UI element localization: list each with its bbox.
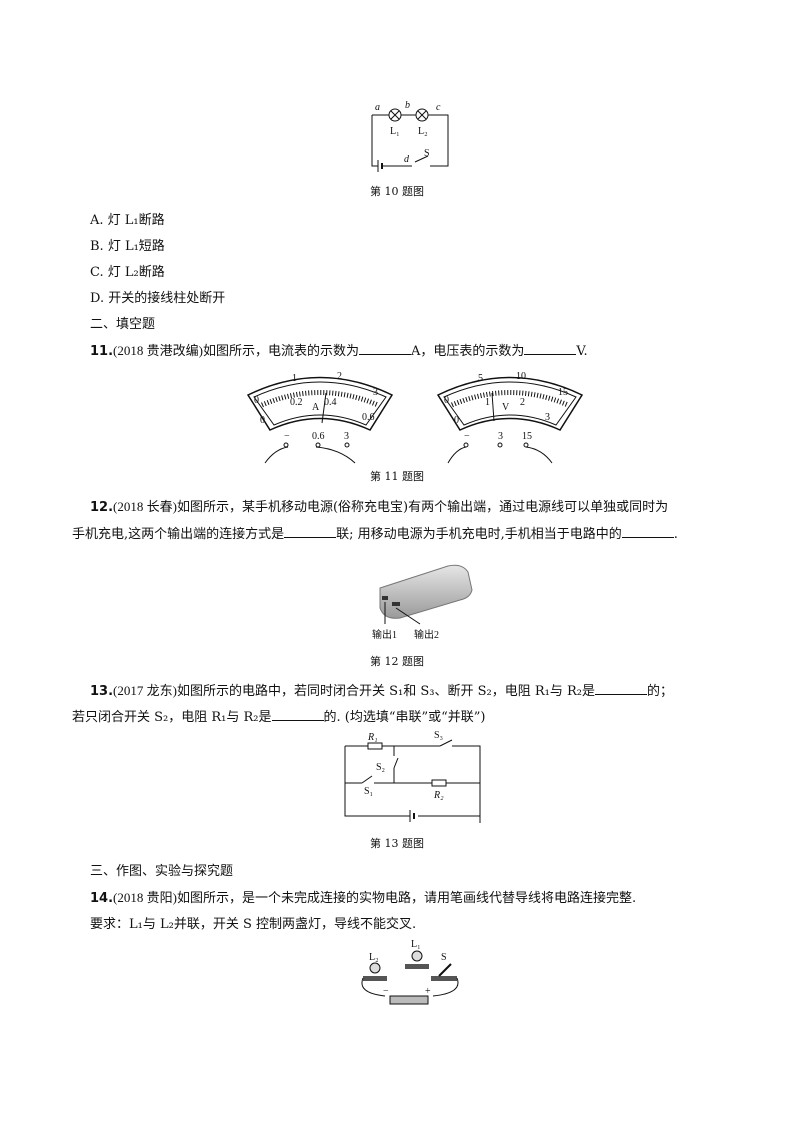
voltmeter-upper-2: 10 (516, 371, 526, 382)
output-2-label: 输出2 (414, 628, 439, 641)
label-S: S (424, 148, 430, 159)
q12-text: 手机充电,这两个输出端的连接方式是 (72, 527, 285, 542)
q12-text: 联; 用移动电源为手机充电时,手机相当于电路中的 (336, 527, 622, 542)
option-b: B. 灯 L₁短路 (90, 239, 165, 254)
voltmeter-terminal-label: 15 (522, 431, 532, 442)
q13-text: 的. (均选填“串联”或“并联”) (323, 710, 486, 725)
option-c: C. 灯 L₂断路 (90, 265, 165, 280)
label-R1: R₁ (367, 732, 378, 743)
question-14-line-2: 要求：L₁与 L₂并联，开关 S 控制两盏灯，导线不能交叉. (90, 917, 417, 932)
q12-source: (2018 长春) (113, 499, 177, 514)
option-a: A. 灯 L₁断路 (90, 213, 165, 228)
q12-text: 如图所示，某手机移动电源(俗称充电宝)有两个输出端，通过电源线可以单独或同时为 (176, 500, 669, 515)
label-d: d (404, 154, 410, 165)
q11-blank-1[interactable] (358, 342, 411, 355)
ammeter-terminal-label: 3 (344, 431, 349, 442)
q14-source: (2018 贵阳) (113, 890, 177, 905)
section-heading-experiment: 三、作图、实验与探究题 (90, 864, 234, 879)
label-S1: S₁ (364, 786, 373, 797)
question-14-line-1: 14.(2018 贵阳)如图所示，是一个未完成连接的实物电路，请用笔画线代替导线… (90, 887, 636, 906)
ammeter-unit: A (312, 402, 320, 413)
ammeter-lower-2: 0.4 (324, 397, 337, 408)
label-S: S (441, 952, 447, 963)
question-12-line-2: 手机充电,这两个输出端的连接方式是 联; 用移动电源为手机充电时,手机相当于电路中… (72, 523, 678, 542)
label-a: a (375, 102, 380, 113)
figure-10-caption: 第 10 题图 (370, 185, 424, 198)
voltmeter-terminal-label: − (464, 431, 470, 442)
q13-text: 若只闭合开关 S₂，电阻 R₁与 R₂是 (72, 710, 272, 725)
q14-text: 如图所示，是一个未完成连接的实物电路，请用笔画线代替导线将电路连接完整. (176, 891, 637, 906)
figure-13-circuit: R₁ S₃ S₂ S₁ R₂ (344, 730, 481, 823)
label-L1: L₁ (411, 939, 421, 950)
ammeter-lower-1: 0.2 (290, 397, 303, 408)
label-L2: L₂ (418, 126, 428, 137)
q13-text: 如图所示的电路中，若同时闭合开关 S₁和 S₃、断开 S₂，电阻 R₁与 R₂是 (176, 684, 595, 699)
q11-text: A，电压表的示数为 (410, 344, 525, 359)
q12-number: 12. (90, 500, 114, 515)
label-b: b (405, 100, 410, 111)
voltmeter-upper-1: 5 (478, 373, 483, 384)
q12-text: . (673, 527, 678, 542)
q12-blank-1[interactable] (284, 525, 337, 538)
ammeter-lower-3: 0.6 (362, 412, 375, 423)
label-S3: S₃ (434, 730, 443, 741)
figure-13-caption: 第 13 题图 (370, 837, 424, 850)
option-d: D. 开关的接线柱处断开 (90, 291, 226, 306)
output-1-label: 输出1 (372, 628, 397, 641)
q13-number: 13. (90, 684, 114, 699)
ammeter-lower-0: 0 (260, 415, 265, 426)
ammeter-terminal-label: 0.6 (312, 431, 325, 442)
figure-10-circuit: a b c L₁ L₂ d S (371, 100, 449, 172)
ammeter-figure: 0 1 2 3 0 0.2 0.4 0.6 A − 0.6 3 (246, 371, 394, 464)
label-L2: L₂ (369, 952, 379, 963)
question-13-line-2: 若只闭合开关 S₂，电阻 R₁与 R₂是 的. (均选填“串联”或“并联”) (72, 706, 486, 725)
voltmeter-lower-3: 3 (545, 412, 550, 423)
label-minus: − (383, 986, 389, 997)
voltmeter-lower-2: 2 (520, 397, 525, 408)
label-L1: L₁ (390, 126, 400, 137)
q12-blank-2[interactable] (621, 525, 674, 538)
ammeter-upper-2: 2 (337, 371, 342, 382)
label-S2: S₂ (376, 762, 385, 773)
ammeter-upper-0: 0 (254, 395, 259, 406)
voltmeter-figure: 0 5 10 15 0 1 2 3 V − 3 15 (436, 371, 584, 464)
label-R2: R₂ (433, 790, 444, 801)
figure-12-caption: 第 12 题图 (370, 655, 424, 668)
q11-source: (2018 贵港改编) (113, 343, 203, 358)
question-11: 11.(2018 贵港改编)如图所示，电流表的示数为 A，电压表的示数为 V. (90, 340, 588, 359)
voltmeter-upper-0: 0 (444, 395, 449, 406)
section-heading-fill-blank: 二、填空题 (90, 317, 156, 332)
voltmeter-upper-3: 15 (558, 387, 568, 398)
power-bank-figure: 输出1 输出2 (372, 564, 473, 641)
ammeter-upper-3: 3 (373, 387, 378, 398)
question-13-line-1: 13.(2017 龙东)如图所示的电路中，若同时闭合开关 S₁和 S₃、断开 S… (90, 680, 673, 699)
label-plus: + (425, 986, 431, 997)
ammeter-upper-1: 1 (292, 373, 297, 384)
figure-14-physical-circuit: L₂ L₁ S − + (361, 939, 459, 1005)
voltmeter-terminal-label: 3 (498, 431, 503, 442)
question-12-line-1: 12.(2018 长春)如图所示，某手机移动电源(俗称充电宝)有两个输出端，通过… (90, 496, 668, 515)
q11-blank-2[interactable] (524, 342, 577, 355)
ammeter-terminal-label: − (284, 431, 290, 442)
q11-text: 如图所示，电流表的示数为 (202, 344, 359, 359)
q11-number: 11. (90, 344, 114, 359)
voltmeter-lower-1: 1 (485, 397, 490, 408)
figure-11-caption: 第 11 题图 (370, 470, 424, 483)
q11-text: V. (576, 344, 588, 359)
q14-number: 14. (90, 891, 114, 906)
q13-blank-1[interactable] (594, 682, 647, 695)
q13-blank-2[interactable] (271, 708, 324, 721)
q13-source: (2017 龙东) (113, 683, 177, 698)
label-c: c (436, 102, 441, 113)
q13-text: 的； (646, 684, 673, 699)
voltmeter-lower-0: 0 (454, 415, 459, 426)
voltmeter-unit: V (502, 402, 510, 413)
